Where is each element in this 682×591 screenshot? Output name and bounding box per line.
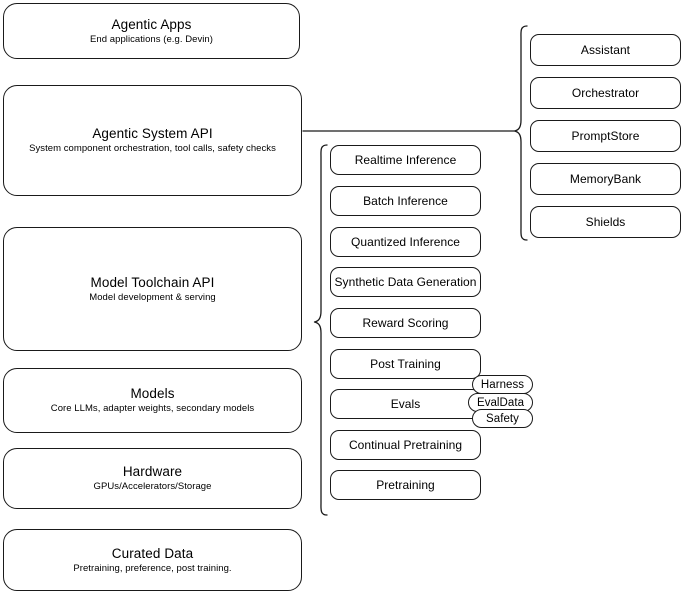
layer-curated-data[interactable]: Curated Data Pretraining, preference, po… xyxy=(3,529,302,591)
layer-subtitle: Pretraining, preference, post training. xyxy=(73,562,232,574)
capability-quantized-inference[interactable]: Quantized Inference xyxy=(330,227,481,257)
layer-title: Curated Data xyxy=(111,545,194,561)
component-memorybank[interactable]: MemoryBank xyxy=(530,163,681,195)
layer-title: Models xyxy=(130,386,175,401)
capability-continual-pretraining[interactable]: Continual Pretraining xyxy=(330,430,481,460)
layer-title: Hardware xyxy=(122,464,183,479)
component-assistant[interactable]: Assistant xyxy=(530,34,681,66)
capability-batch-inference[interactable]: Batch Inference xyxy=(330,186,481,216)
layer-title: Model Toolchain API xyxy=(90,274,215,290)
layer-title: Agentic System API xyxy=(92,126,213,141)
layer-models[interactable]: Models Core LLMs, adapter weights, secon… xyxy=(3,368,302,433)
capability-reward-scoring[interactable]: Reward Scoring xyxy=(330,308,481,338)
layer-agentic-apps[interactable]: Agentic Apps End applications (e.g. Devi… xyxy=(3,3,300,59)
layer-hardware[interactable]: Hardware GPUs/Accelerators/Storage xyxy=(3,448,302,509)
layer-subtitle: End applications (e.g. Devin) xyxy=(90,33,213,45)
layer-title: Agentic Apps xyxy=(111,16,192,32)
layer-agentic-system-api[interactable]: Agentic System API System component orch… xyxy=(3,85,302,196)
capability-evals[interactable]: Evals xyxy=(330,389,481,419)
component-shields[interactable]: Shields xyxy=(530,206,681,238)
layer-subtitle: Model development & serving xyxy=(89,291,216,303)
pill-safety[interactable]: Safety xyxy=(472,409,533,428)
component-orchestrator[interactable]: Orchestrator xyxy=(530,77,681,109)
brace-toolchain-capabilities xyxy=(313,144,328,516)
layer-model-toolchain-api[interactable]: Model Toolchain API Model development & … xyxy=(3,227,302,351)
capability-realtime-inference[interactable]: Realtime Inference xyxy=(330,145,481,175)
capability-post-training[interactable]: Post Training xyxy=(330,349,481,379)
component-promptstore[interactable]: PromptStore xyxy=(530,120,681,152)
pill-harness[interactable]: Harness xyxy=(472,375,533,394)
brace-system-components xyxy=(513,25,528,241)
capability-pretraining[interactable]: Pretraining xyxy=(330,470,481,500)
capability-synthetic-data-generation[interactable]: Synthetic Data Generation xyxy=(330,267,481,297)
layer-subtitle: Core LLMs, adapter weights, secondary mo… xyxy=(50,403,255,414)
layer-subtitle: System component orchestration, tool cal… xyxy=(29,143,276,154)
layer-subtitle: GPUs/Accelerators/Storage xyxy=(93,481,212,492)
